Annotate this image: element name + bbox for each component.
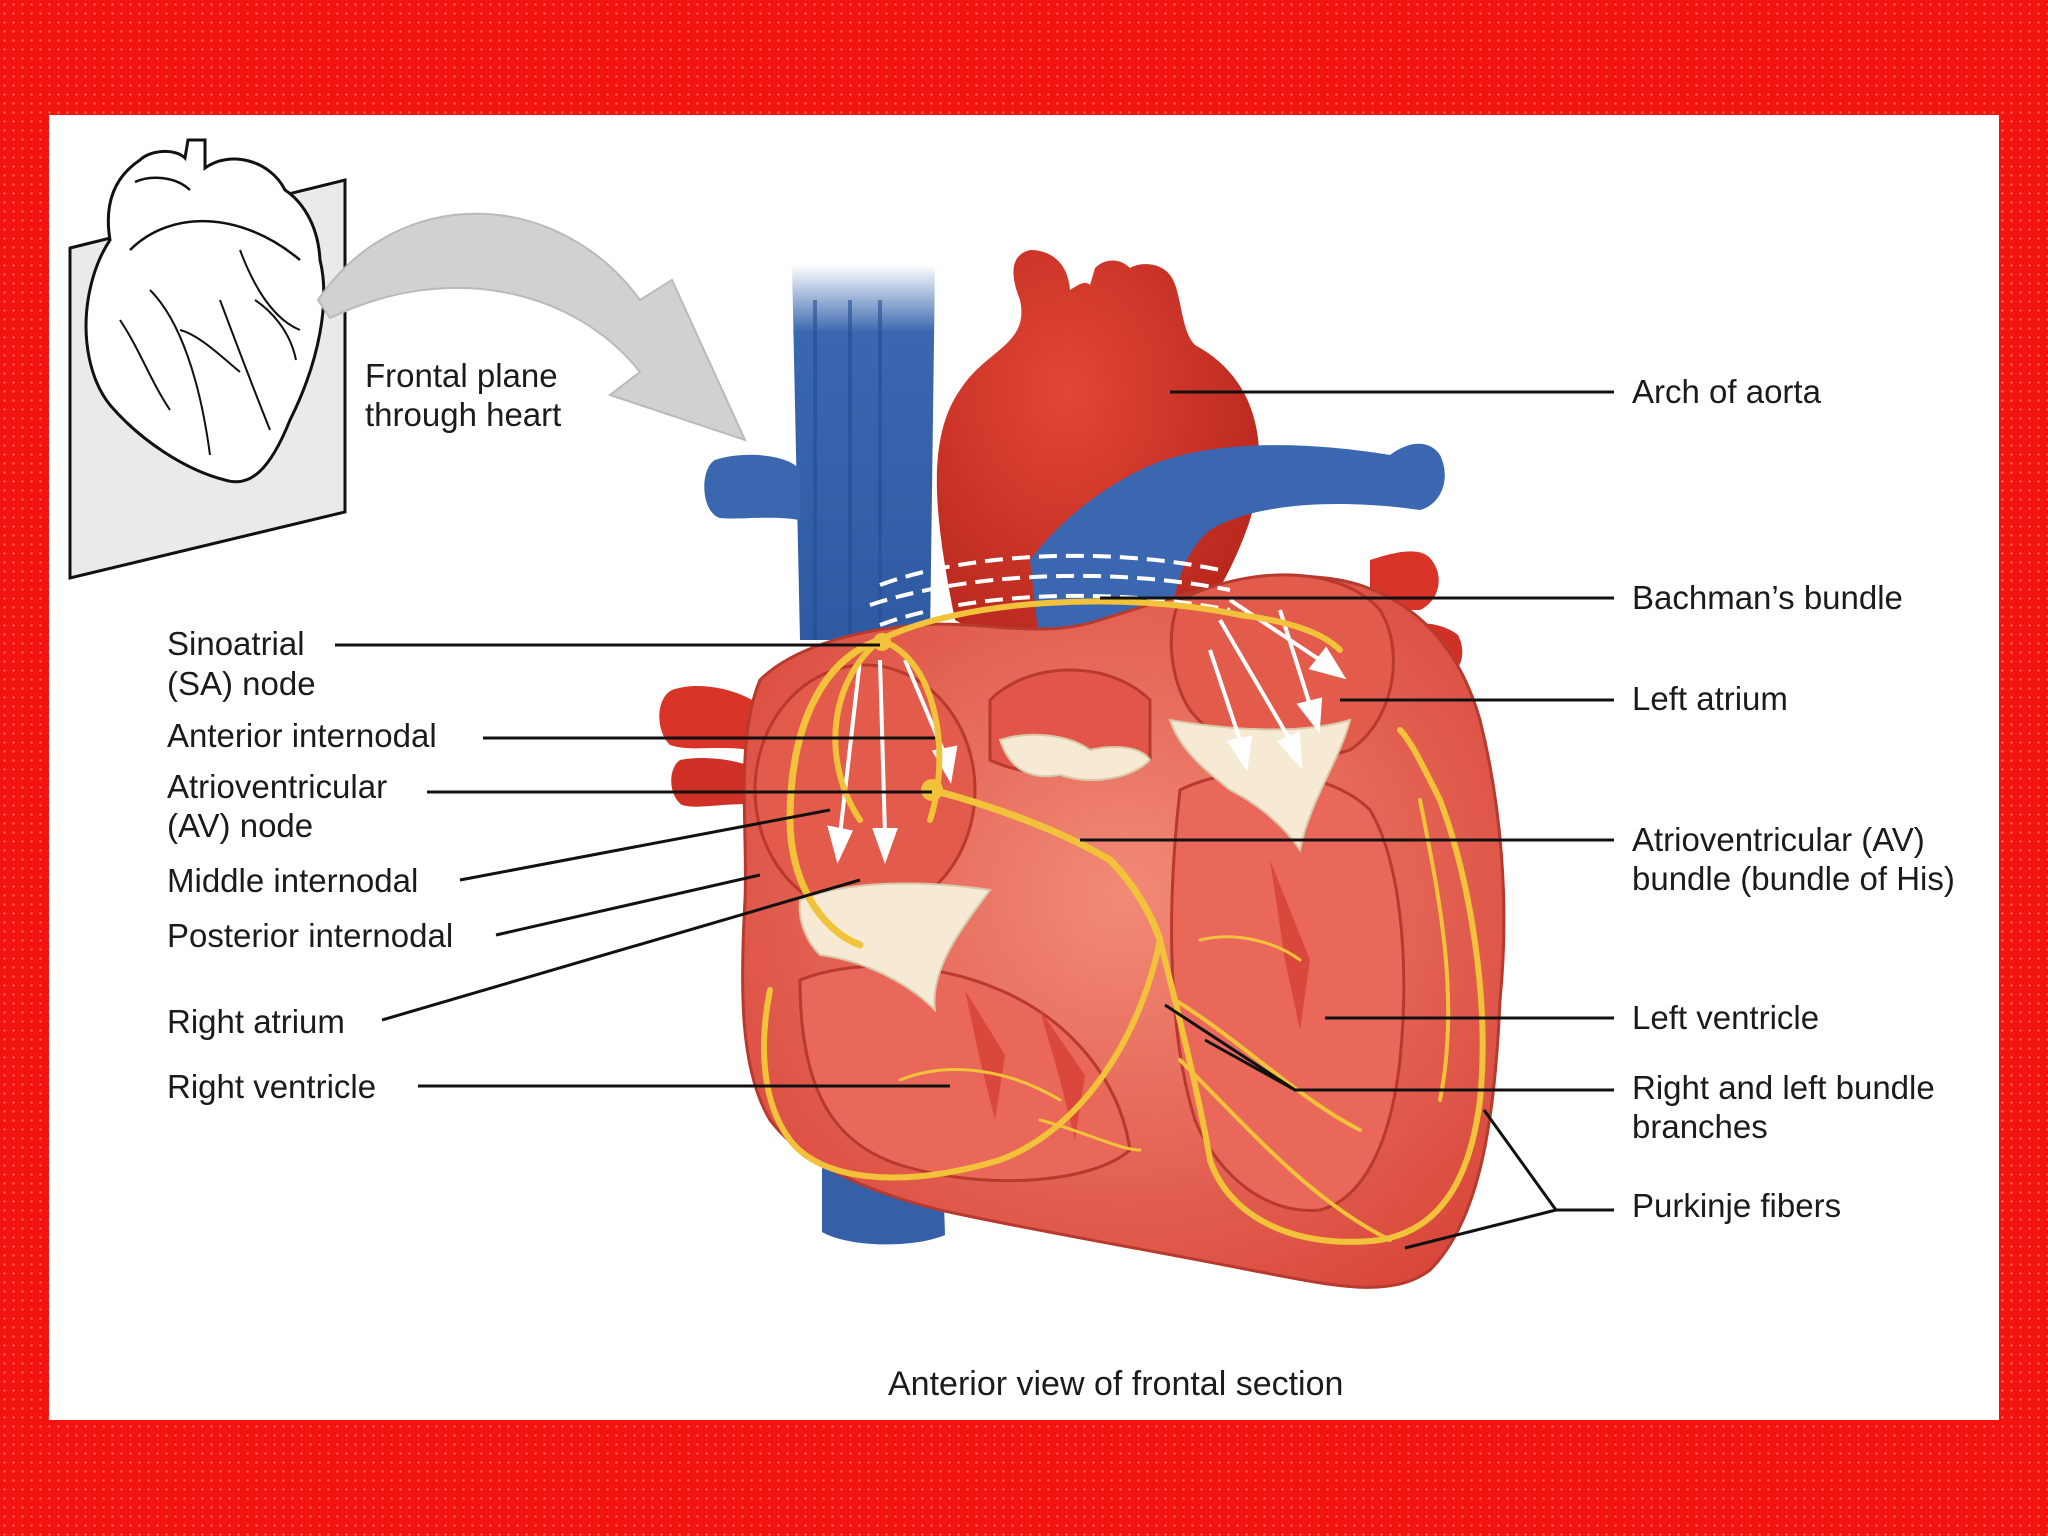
inset-heart-outline (84, 138, 326, 484)
label-av-node-line2: (AV) node (167, 807, 314, 844)
label-right-atrium: Right atrium (167, 1003, 345, 1040)
left-atrium-chamber (1169, 573, 1395, 760)
label-anterior-internodal: Anterior internodal (167, 717, 437, 754)
label-left-atrium: Left atrium (1632, 680, 1788, 717)
label-arch-of-aorta: Arch of aorta (1632, 373, 1821, 410)
sa-node-mark (873, 633, 891, 651)
inset-label-line1: Frontal plane (365, 357, 558, 394)
heart-main (659, 250, 1506, 1289)
av-node-mark (921, 779, 943, 801)
label-av-bundle-line1: Atrioventricular (AV) (1632, 821, 1925, 858)
left-ventricle-cavity (1170, 771, 1406, 1212)
label-bundle-branches-line1: Right and left bundle (1632, 1069, 1935, 1106)
superior-vena-cava (792, 265, 935, 640)
aortic-valve (998, 733, 1152, 781)
conduction-system (761, 598, 1486, 1245)
inset-frontal-plane (68, 138, 347, 580)
label-bundle-branches-line2: branches (1632, 1108, 1768, 1145)
leader-lines (335, 390, 1614, 1250)
inset-label-line2: through heart (365, 396, 562, 433)
tricuspid-valve (798, 882, 992, 1013)
curved-arrow (316, 212, 747, 442)
label-av-bundle-line2: bundle (bundle of His) (1632, 860, 1955, 897)
label-right-ventricle: Right ventricle (167, 1068, 377, 1105)
label-left-ventricle: Left ventricle (1632, 999, 1820, 1036)
label-sa-node-line2: (SA) node (167, 665, 316, 702)
label-bachmans-bundle: Bachman’s bundle (1632, 579, 1903, 616)
label-sa-node-line1: Sinoatrial (167, 625, 305, 662)
label-posterior-internodal: Posterior internodal (167, 917, 454, 954)
figure-caption: Anterior view of frontal section (888, 1365, 1344, 1403)
mitral-valve (1168, 718, 1352, 853)
label-purkinje-fibers: Purkinje fibers (1632, 1187, 1842, 1224)
label-av-node-line1: Atrioventricular (167, 768, 388, 805)
label-middle-internodal: Middle internodal (167, 862, 419, 899)
